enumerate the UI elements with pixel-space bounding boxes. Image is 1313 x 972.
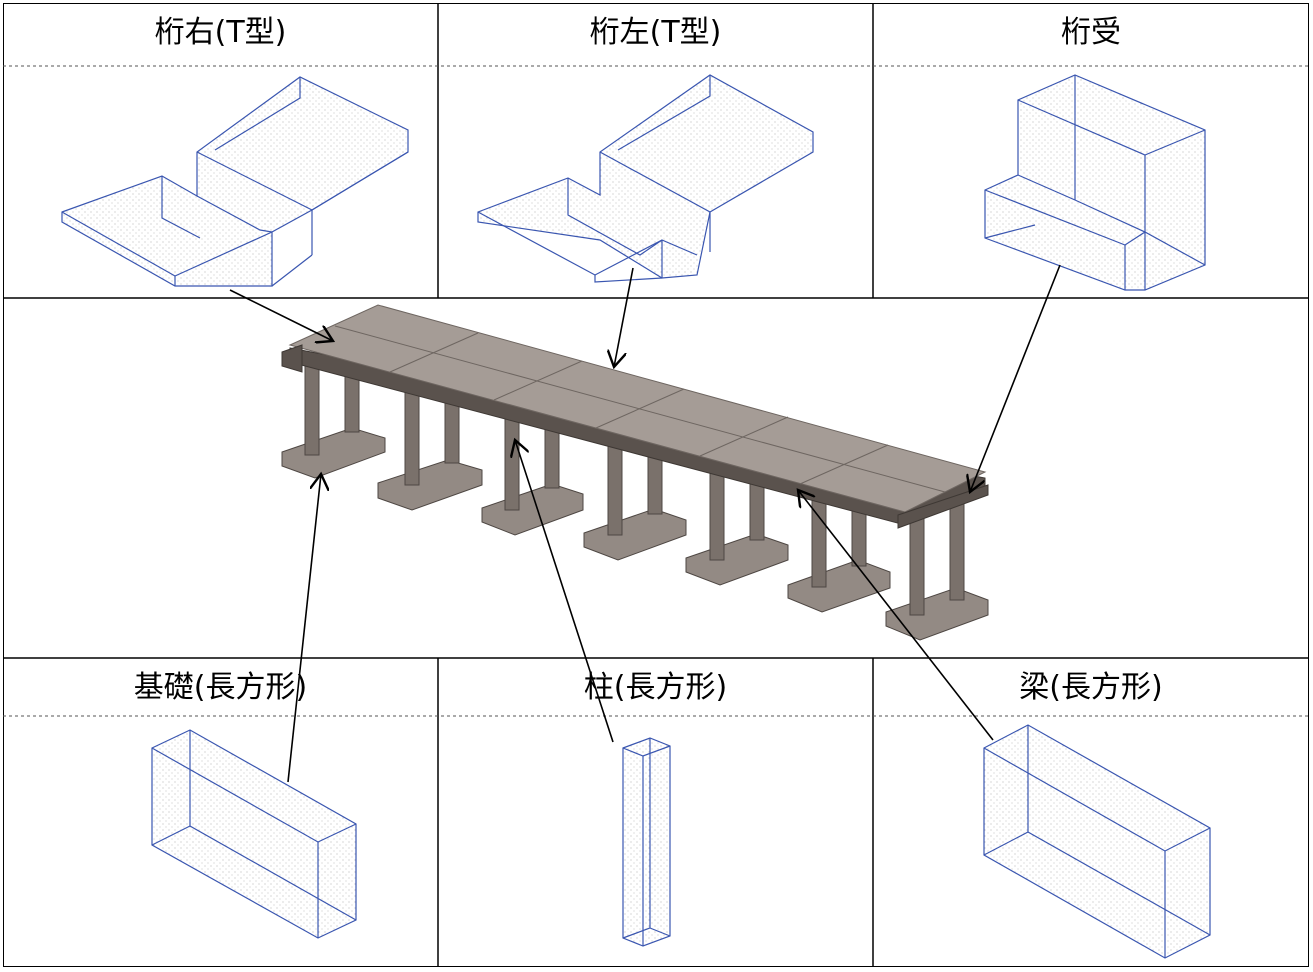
arrow-footing	[287, 474, 321, 783]
header-dividers	[3, 65, 1309, 717]
girder-left-wireframe	[477, 74, 814, 283]
arrow-girder-right	[229, 289, 333, 341]
girder-right-wireframe	[61, 76, 409, 287]
panel-title-footing: 基礎(長方形)	[133, 670, 308, 705]
beam-wireframe	[983, 724, 1211, 959]
arrow-column	[515, 440, 614, 743]
girder-seat-wireframe	[984, 74, 1206, 291]
connector-arrows	[229, 264, 1061, 783]
footing-wireframe	[151, 729, 357, 939]
arrow-girder-seat	[970, 264, 1061, 492]
panel-title-beam: 梁(長方形)	[1019, 670, 1163, 705]
grid-lines	[3, 3, 1309, 967]
column-wireframe	[622, 737, 671, 947]
diagram-frame	[3, 3, 1309, 967]
arrow-girder-left	[614, 267, 634, 367]
panel-title-column: 柱(長方形)	[583, 670, 728, 705]
bridge-model	[281, 304, 989, 641]
arrow-beam	[798, 490, 994, 741]
panel-title-girder-right: 桁右(T型)	[154, 15, 287, 50]
panel-title-girder-seat: 桁受	[1061, 15, 1121, 50]
panel-title-girder-left: 桁左(T型)	[589, 15, 722, 50]
bridge-deck	[281, 304, 989, 529]
